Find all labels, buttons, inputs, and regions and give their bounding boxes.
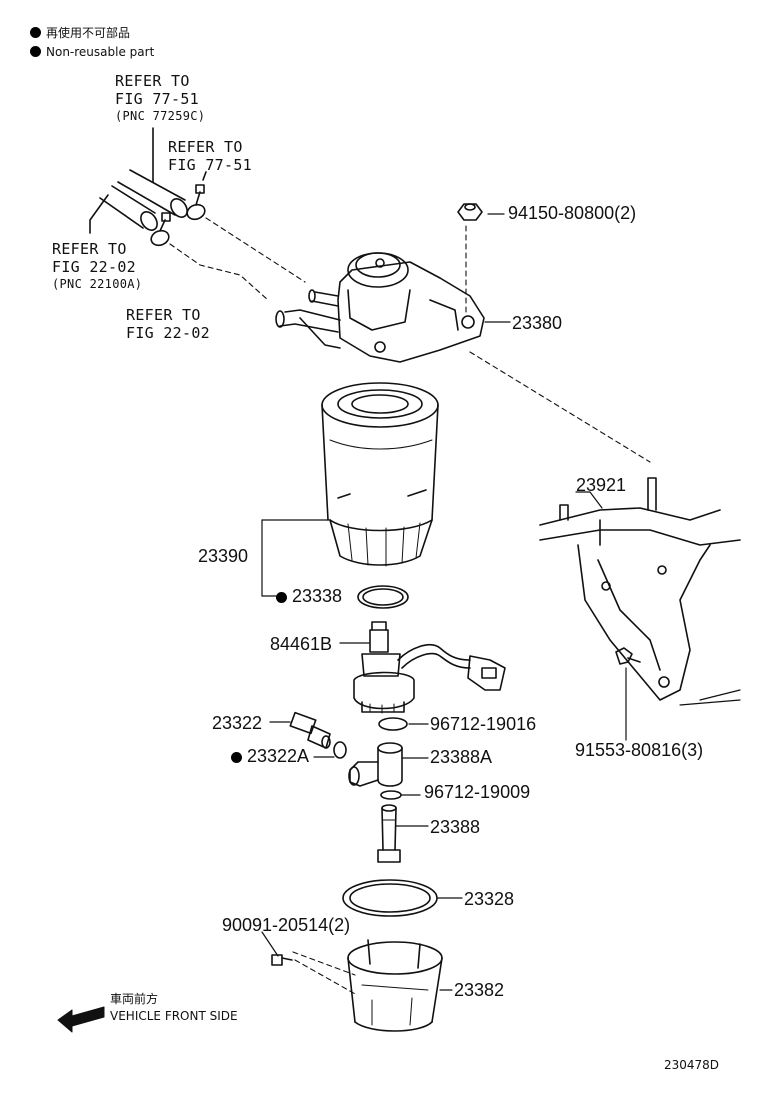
part-label-91553: 91553-80816(3) (575, 740, 704, 760)
ref-fig-77-51: REFER TO FIG 77-51 (168, 138, 252, 174)
part-label-23338: 23338 (276, 586, 342, 606)
o-ring-23338 (357, 585, 409, 609)
legend-english: Non-reusable part (30, 45, 154, 59)
part-label-23322A: 23322A (231, 746, 309, 766)
part-label-94150: 94150-80800(2) (508, 203, 637, 223)
non-reusable-dot-icon (30, 27, 41, 38)
elbow-23388A (348, 742, 429, 787)
part-label-90091: 90091-20514(2) (222, 915, 351, 935)
non-reusable-dot-icon (276, 592, 287, 603)
part-number-text: 23322A (247, 746, 310, 766)
ref-pnc: (PNC 22100A) (52, 277, 143, 291)
filter-head-23380 (275, 213, 511, 363)
sensor-84461B (339, 621, 506, 714)
ref-line: FIG 22-02 (126, 324, 210, 342)
non-reusable-dot-icon (231, 752, 242, 763)
ref-line: REFER TO (52, 240, 127, 258)
vehicle-front-english: VEHICLE FRONT SIDE (110, 1009, 238, 1023)
part-number-text: 23338 (292, 586, 343, 606)
part-label-23382: 23382 (454, 980, 505, 1000)
part-label-23388: 23388 (430, 817, 481, 837)
ref-pnc: (PNC 77259C) (115, 109, 206, 123)
ref-fig-22-02-pnc: REFER TO FIG 22-02 (PNC 22100A) (52, 240, 142, 292)
nut-94150 (457, 203, 483, 221)
ref-line: REFER TO (168, 138, 243, 156)
legend-english-text: Non-reusable part (46, 45, 155, 59)
stem-23388 (377, 804, 429, 863)
label-bracket-23390 (261, 519, 331, 597)
non-reusable-dot-icon (30, 46, 41, 57)
part-label-23322: 23322 (212, 713, 263, 733)
bolt-91553 (615, 647, 641, 741)
fuel-filter-23390 (321, 382, 439, 567)
part-label-84461B: 84461B (270, 634, 333, 654)
part-label-96712-19009: 96712-19009 (424, 782, 531, 802)
part-label-23380: 23380 (512, 313, 563, 333)
legend-japanese-text: 再使用不可部品 (46, 26, 131, 40)
fitting-23322 (269, 711, 347, 759)
o-ring-96712-19016 (378, 717, 429, 731)
vehicle-front-arrow (57, 1006, 105, 1033)
drawing-code: 230478D (664, 1058, 720, 1072)
screw-90091 (261, 931, 293, 966)
ref-line: REFER TO (126, 306, 201, 324)
hose-clips (150, 171, 207, 247)
ref-line: FIG 22-02 (52, 258, 136, 276)
o-ring-96712-19009 (380, 790, 421, 800)
part-label-23328: 23328 (464, 889, 515, 909)
ref-line: FIG 77-51 (168, 156, 252, 174)
ref-line: REFER TO (115, 72, 190, 90)
part-label-23921: 23921 (576, 475, 627, 495)
part-label-96712-19016: 96712-19016 (430, 714, 537, 734)
ring-23328 (342, 879, 463, 917)
fuel-hoses (89, 127, 188, 234)
housing-23382 (347, 939, 453, 1032)
ref-fig-77-51-pnc: REFER TO FIG 77-51 (PNC 77259C) (115, 72, 205, 124)
legend-japanese: 再使用不可部品 (30, 26, 130, 40)
ref-line: FIG 77-51 (115, 90, 199, 108)
ref-fig-22-02: REFER TO FIG 22-02 (126, 306, 210, 342)
part-label-23388A: 23388A (430, 747, 493, 767)
dashed-leaders (169, 217, 651, 996)
vehicle-front-japanese: 車両前方 (110, 992, 159, 1006)
part-label-23390: 23390 (198, 546, 249, 566)
bracket-23921 (539, 477, 741, 706)
